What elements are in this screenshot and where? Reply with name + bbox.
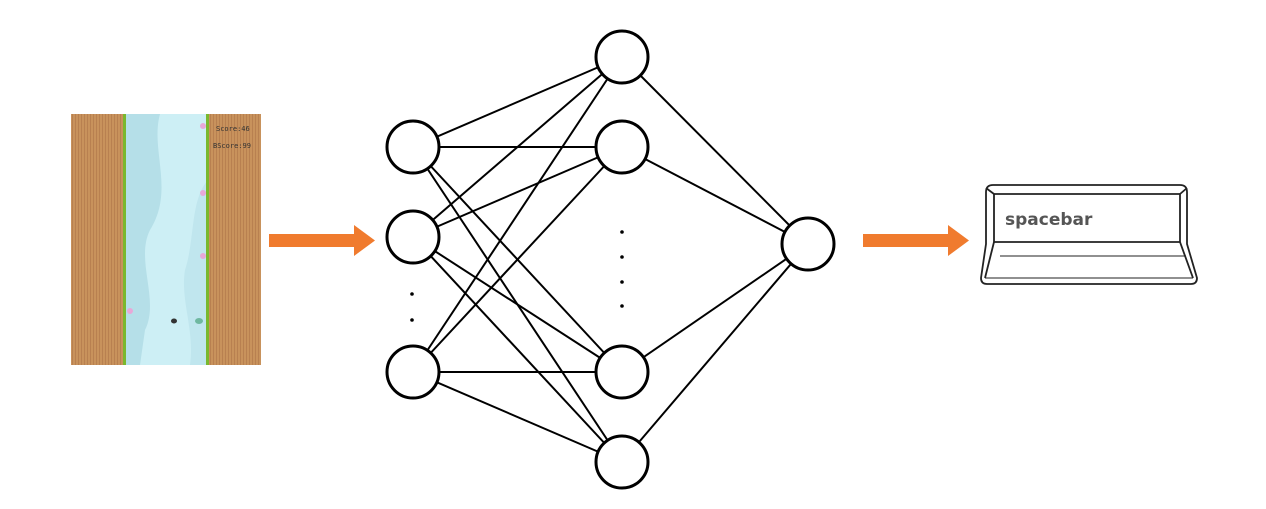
left-bank [123, 114, 126, 365]
input-node [385, 209, 441, 265]
output-node [780, 216, 836, 272]
hidden-node [594, 29, 650, 85]
hidden-node [594, 344, 650, 400]
hidden-node [594, 119, 650, 175]
output-layer [780, 216, 836, 272]
water-shade-right [183, 180, 208, 365]
input-layer [385, 119, 441, 400]
flower-icon [200, 190, 206, 196]
right-arrow-icon [863, 225, 969, 256]
spacebar-label: spacebar [1005, 210, 1093, 230]
score-label: Score:46 [216, 125, 250, 133]
input-node [385, 119, 441, 175]
keyboard-key-icon [980, 184, 1198, 285]
fish-icon [195, 318, 203, 324]
best-score-label: BScore:99 [213, 142, 251, 150]
flower-icon [200, 253, 206, 259]
input-node [385, 344, 441, 400]
hidden-ellipsis [620, 230, 624, 308]
water-shade [125, 114, 162, 365]
hidden-node [594, 434, 650, 490]
player-icon [171, 318, 177, 324]
input-ellipsis [410, 292, 414, 322]
hidden-layer [594, 29, 650, 490]
network-connections [412, 56, 809, 463]
right-bank [206, 114, 209, 365]
game-screenshot: Score:46 BScore:99 [71, 114, 261, 365]
right-arrow-icon [269, 225, 375, 256]
flower-icon [127, 308, 133, 314]
flower-icon [200, 123, 206, 129]
